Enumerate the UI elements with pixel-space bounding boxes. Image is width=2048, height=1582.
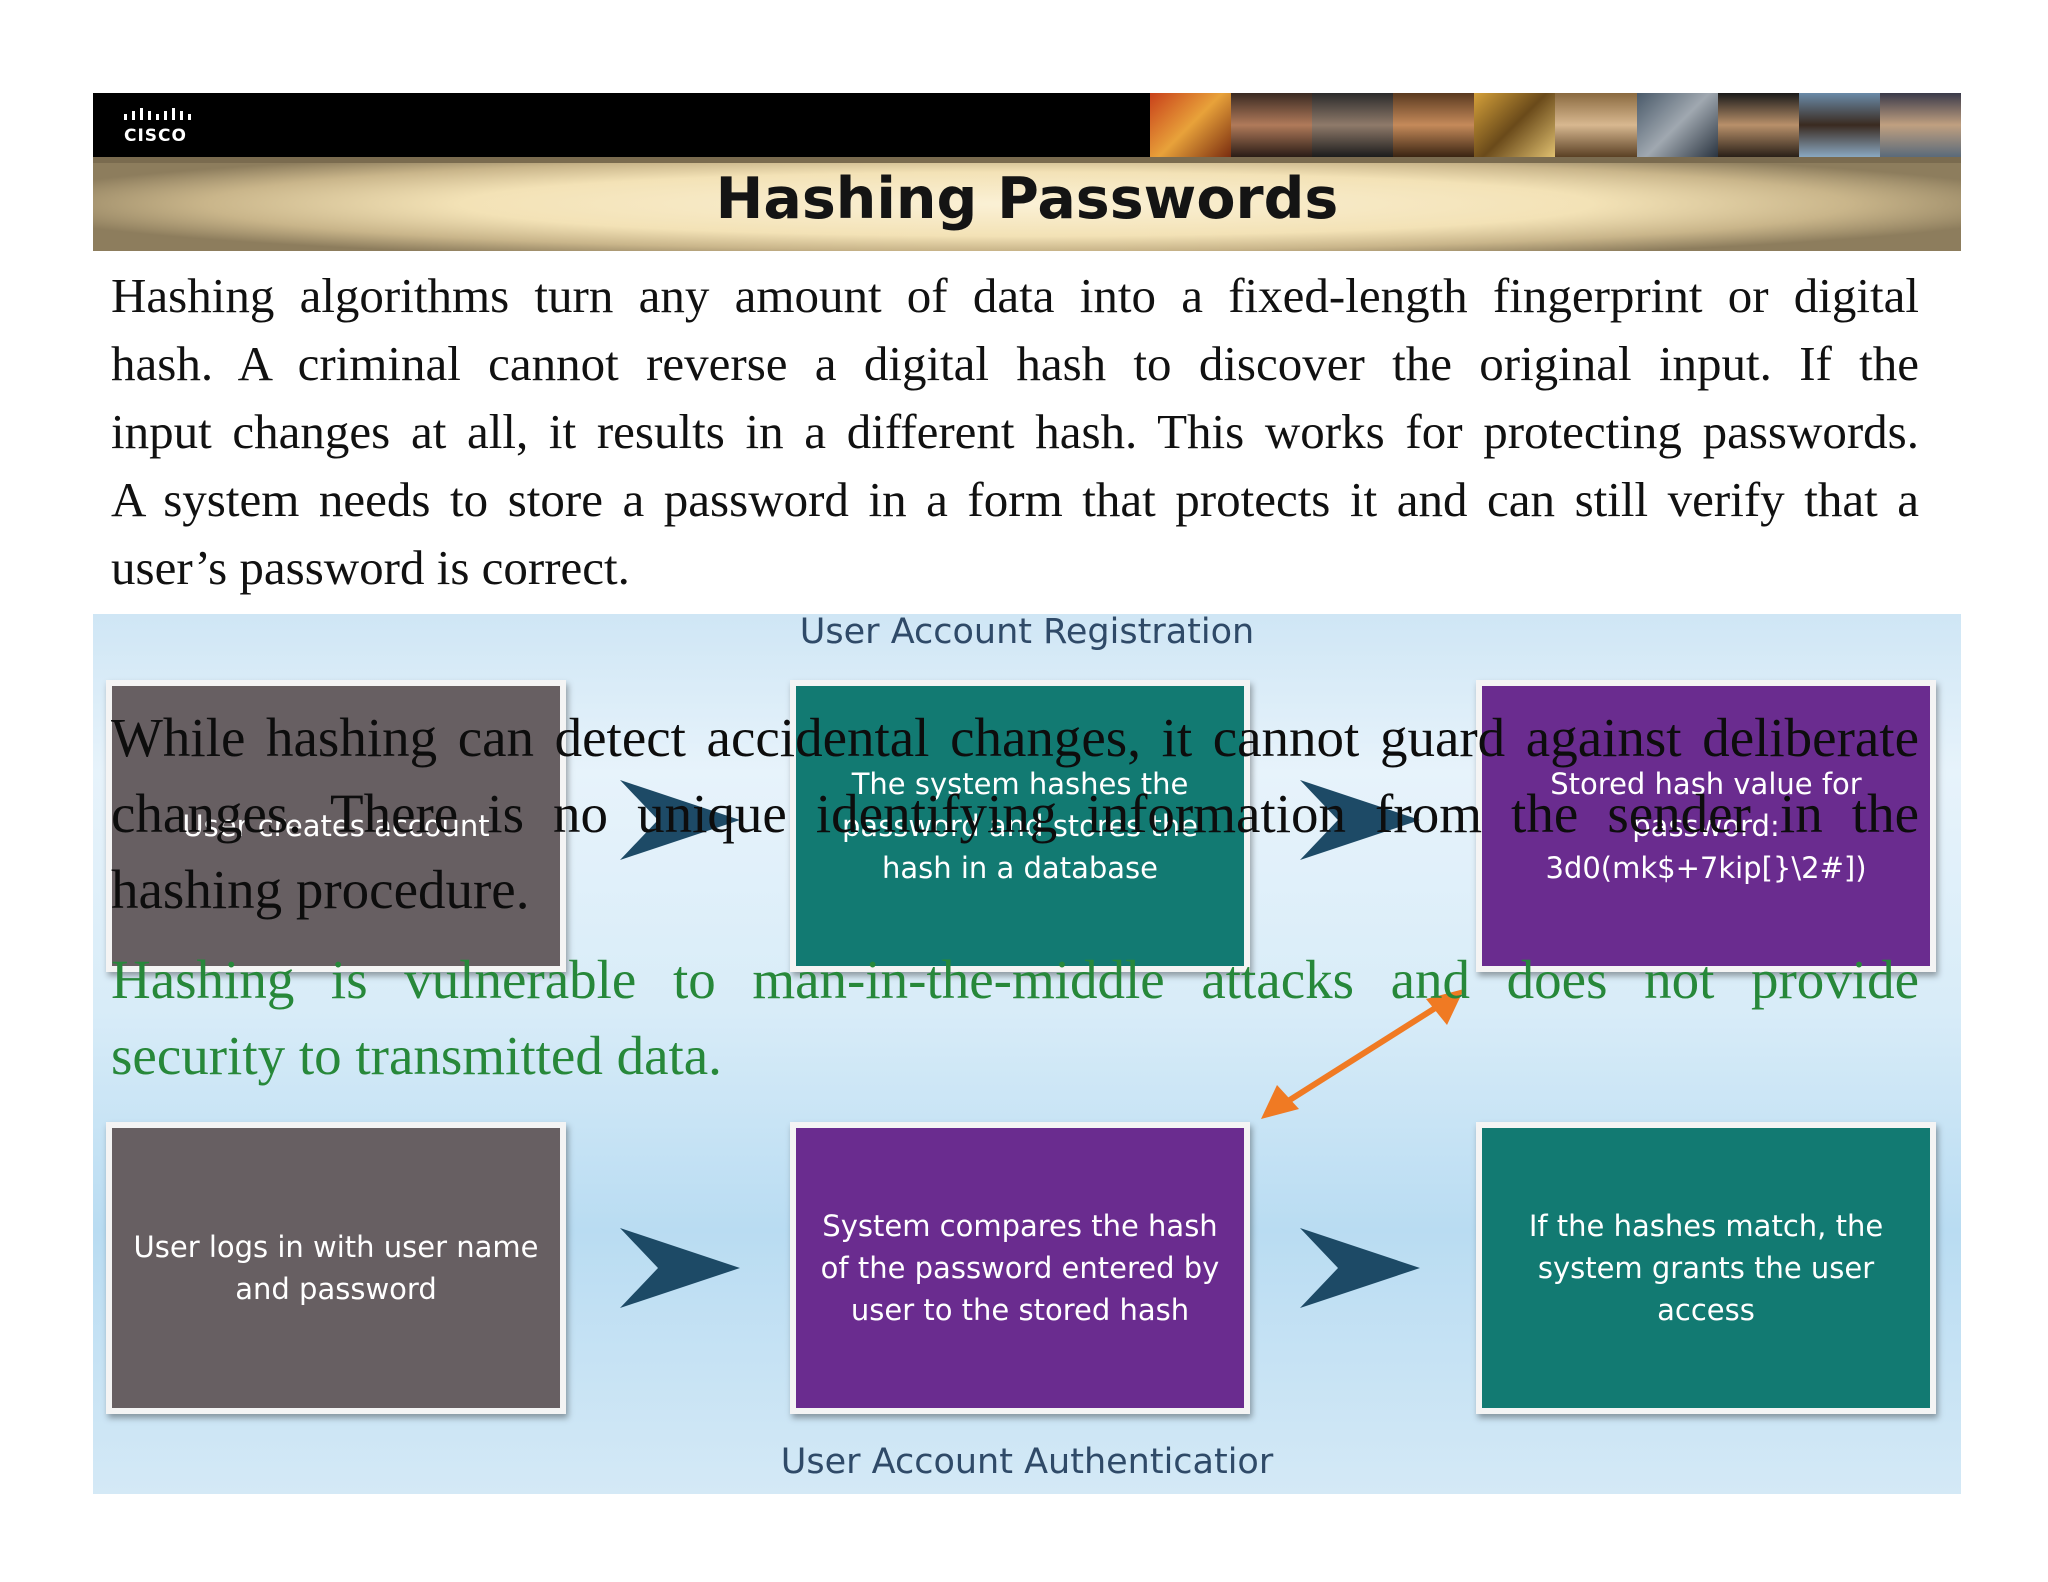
paragraph-line: hash. A criminal cannot reverse a digita… bbox=[111, 336, 1919, 391]
photo-tile bbox=[1312, 93, 1394, 157]
title-band bbox=[93, 157, 1961, 251]
paragraph-line: input changes at all, it results in a di… bbox=[111, 404, 1919, 459]
photo-strip bbox=[1150, 93, 1961, 157]
photo-tile bbox=[1231, 93, 1313, 157]
photo-tile bbox=[1474, 93, 1556, 157]
paragraph-line: hashing procedure. bbox=[111, 859, 530, 920]
photo-tile bbox=[1150, 93, 1232, 157]
photo-tile bbox=[1636, 93, 1718, 157]
cisco-bars-icon bbox=[124, 108, 191, 120]
flow-arrow-icon bbox=[1300, 1228, 1420, 1308]
photo-tile bbox=[1555, 93, 1637, 157]
step-user-logs-in: User logs in with user name and password bbox=[106, 1122, 566, 1414]
registration-title: User Account Registration bbox=[799, 612, 1255, 652]
flow-arrow-icon bbox=[620, 780, 740, 860]
paragraph-line: Hashing is vulnerable to man-in-the-midd… bbox=[111, 949, 1919, 1010]
step-label: User logs in with user name and password bbox=[133, 1230, 539, 1306]
photo-tile bbox=[1798, 93, 1880, 157]
compare-double-arrow-icon bbox=[1261, 989, 1464, 1119]
step-label: The system hashes the password and store… bbox=[842, 767, 1198, 885]
paragraph-line: security to transmitted data. bbox=[111, 1025, 722, 1086]
photo-tile bbox=[1879, 93, 1961, 157]
flow-arrow-icon bbox=[620, 1228, 740, 1308]
step-label: User creates account bbox=[182, 809, 490, 843]
step-label: If the hashes match, the system grants t… bbox=[1528, 1209, 1884, 1327]
paragraph-line: A system needs to store a password in a … bbox=[111, 472, 1919, 527]
step-system-compares-hash: System compares the hash of the password… bbox=[790, 1122, 1250, 1414]
limitation-paragraph: While hashing can detect accidental chan… bbox=[111, 700, 1919, 928]
slide-title: Hashing Passwords bbox=[715, 166, 1339, 232]
step-label: System compares the hash of the password… bbox=[820, 1209, 1220, 1327]
photo-tile bbox=[1393, 93, 1475, 157]
paragraph-line: user’s password is correct. bbox=[111, 540, 630, 595]
intro-paragraph: Hashing algorithms turn any amount of da… bbox=[111, 262, 1919, 602]
step-grant-access: If the hashes match, the system grants t… bbox=[1476, 1122, 1936, 1414]
vulnerability-paragraph: Hashing is vulnerable to man-in-the-midd… bbox=[111, 942, 1919, 1094]
step-system-hashes-password: The system hashes the password and store… bbox=[790, 680, 1250, 972]
paragraph-line: changes. There is no unique identifying … bbox=[111, 783, 1919, 844]
flow-arrow-icon bbox=[1300, 780, 1420, 860]
paragraph-line: While hashing can detect accidental chan… bbox=[111, 707, 1919, 768]
cisco-logo: CISCO bbox=[118, 100, 228, 152]
paragraph-line: Hashing algorithms turn any amount of da… bbox=[111, 268, 1919, 323]
step-stored-hash-value: Stored hash value for password: 3d0(mk$+… bbox=[1476, 680, 1936, 972]
step-label: Stored hash value for password: 3d0(mk$+… bbox=[1545, 767, 1867, 885]
photo-tile bbox=[1717, 93, 1799, 157]
step-user-creates-account: User creates account bbox=[106, 680, 566, 972]
authentication-title: User Account Authenticatior bbox=[780, 1442, 1274, 1482]
brand-name: CISCO bbox=[124, 126, 187, 146]
